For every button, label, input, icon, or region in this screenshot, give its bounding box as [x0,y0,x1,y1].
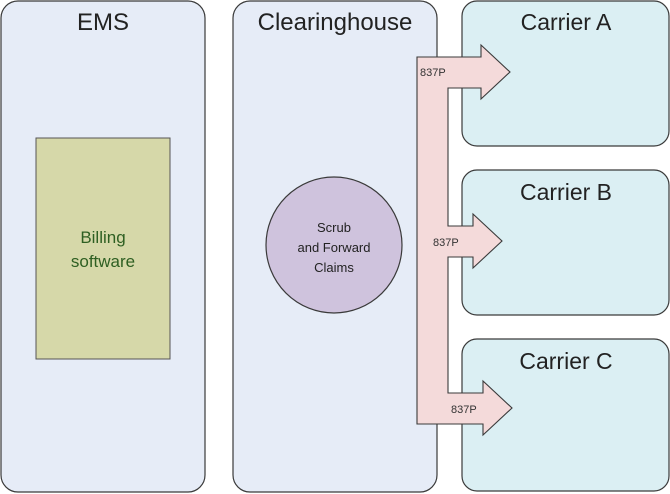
carrier-a-title: Carrier A [521,9,612,35]
arrow-label-carrier-a: 837P [420,67,446,79]
ems-lane-title: EMS [77,9,129,36]
claims-branch-arrows [416,43,513,437]
carrier-b-title: Carrier B [520,179,612,205]
arrow-label-carrier-c: 837P [451,404,477,416]
carrier-c-title: Carrier C [519,348,612,374]
scrub-forward-claims-circle [265,176,403,314]
clearinghouse-lane-title: Clearinghouse [258,9,413,36]
billing-software-label-line1: Billing [80,228,125,247]
process-label-line3: Claims [314,260,354,275]
arrow-label-carrier-b: 837P [433,237,459,249]
process-label-line1: Scrub [317,220,351,235]
billing-software-label-line2: software [71,252,135,271]
billing-software-box [35,137,171,360]
process-label-line2: and Forward [298,240,371,255]
